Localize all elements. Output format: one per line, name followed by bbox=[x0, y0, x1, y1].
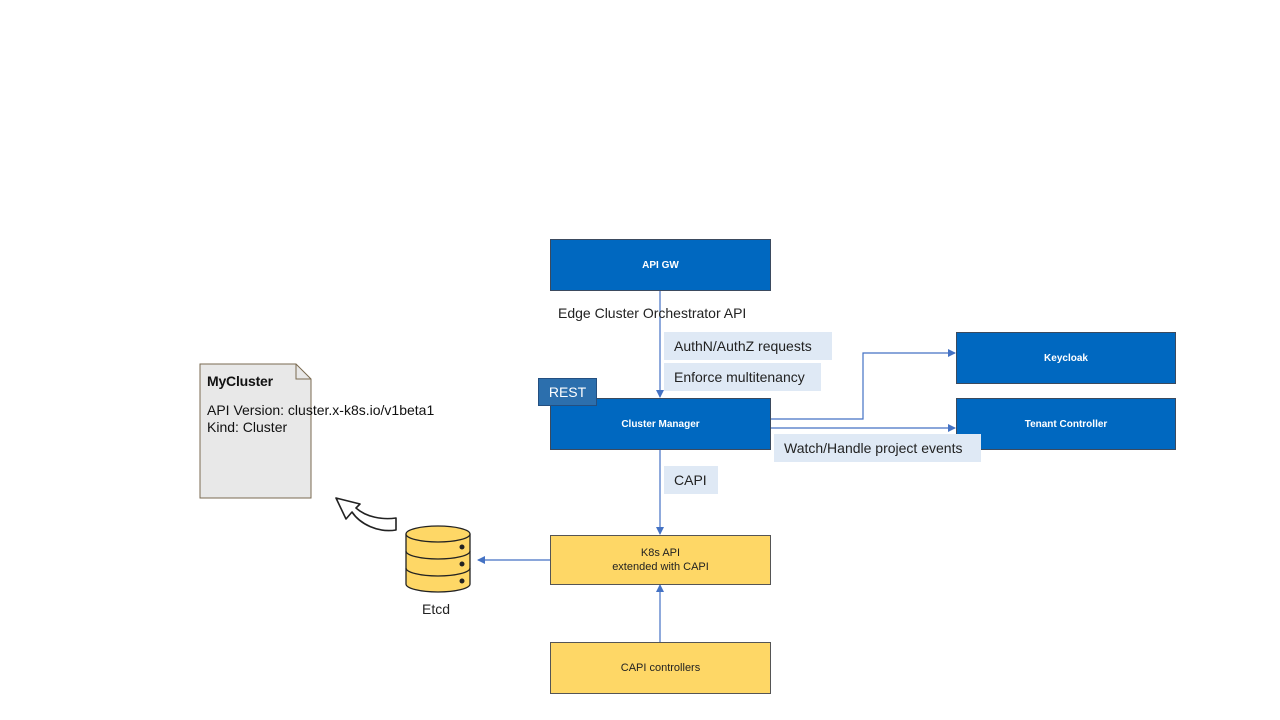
document-kind: Kind: Cluster bbox=[207, 419, 288, 435]
database-icon bbox=[405, 525, 471, 593]
capi-controllers-box: CAPI controllers bbox=[550, 642, 771, 694]
multitenancy-label: Enforce multitenancy bbox=[664, 363, 821, 391]
document-icon bbox=[199, 363, 312, 499]
document-title: MyCluster bbox=[207, 373, 273, 389]
tenant-controller-box: Tenant Controller bbox=[956, 398, 1176, 450]
etcd-label: Etcd bbox=[422, 601, 451, 617]
capi-controllers-label: CAPI controllers bbox=[620, 662, 701, 674]
capi-label: CAPI bbox=[664, 466, 718, 494]
authn-label: AuthN/AuthZ requests bbox=[664, 332, 832, 360]
cluster-manager-label: Cluster Manager bbox=[621, 418, 700, 430]
api-gw-box: API GW bbox=[550, 239, 771, 291]
k8s-api-box: K8s API extended with CAPI bbox=[550, 535, 771, 585]
rest-label: REST bbox=[538, 378, 597, 406]
edge-api-label: Edge Cluster Orchestrator API bbox=[558, 305, 747, 321]
k8s-api-sublabel: extended with CAPI bbox=[612, 561, 709, 573]
k8s-api-label: K8s API bbox=[640, 547, 681, 559]
keycloak-box: Keycloak bbox=[956, 332, 1176, 384]
document-api-version: API Version: cluster.x-k8s.io/v1beta1 bbox=[207, 402, 435, 418]
keycloak-label: Keycloak bbox=[1044, 352, 1088, 364]
watch-events-label: Watch/Handle project events bbox=[774, 434, 981, 462]
curved-arrow-icon bbox=[335, 497, 397, 532]
arrow-cluster-manager-to-keycloak bbox=[771, 349, 956, 420]
cluster-manager-box: Cluster Manager bbox=[550, 398, 771, 450]
tenant-controller-label: Tenant Controller bbox=[1024, 418, 1108, 430]
document-content: MyCluster API Version: cluster.x-k8s.io/… bbox=[207, 373, 457, 436]
api-gw-label: API GW bbox=[642, 259, 679, 271]
